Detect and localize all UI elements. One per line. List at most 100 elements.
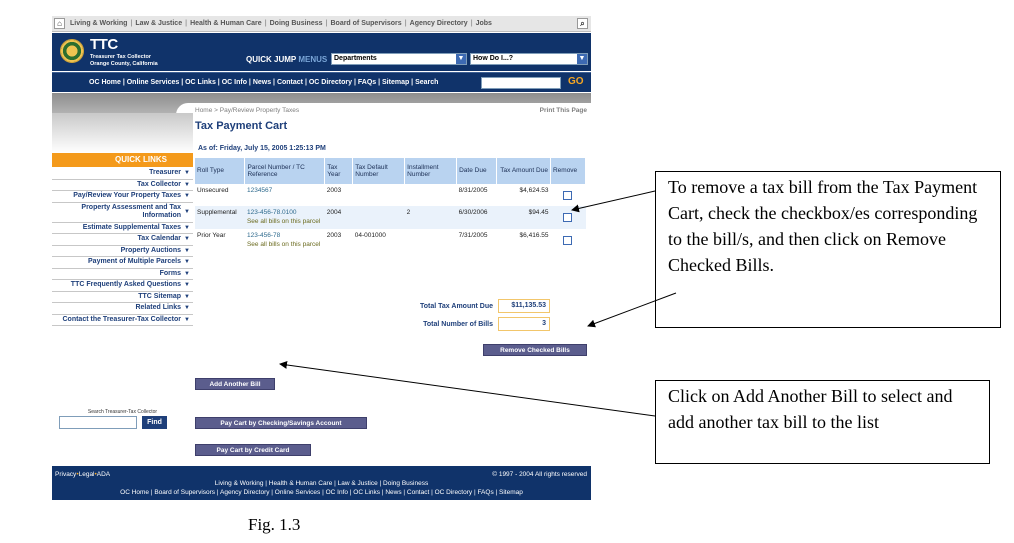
- tax-default-cell: [353, 184, 405, 206]
- col-tax-default-number: Tax Default Number: [352, 158, 406, 184]
- remove-checked-bills-button[interactable]: Remove Checked Bills: [483, 344, 587, 356]
- sidebar-item-label: Related Links: [135, 304, 181, 311]
- sidebar-item[interactable]: Tax Calendar▼: [52, 234, 193, 246]
- pay-credit-card-button[interactable]: Pay Cart by Credit Card: [195, 444, 311, 456]
- footer-legal-links[interactable]: Privacy•Legal•ADA: [55, 471, 111, 478]
- chevron-down-icon: ▼: [184, 170, 190, 177]
- header-banner: TTC Treasurer Tax Collector Orange Count…: [52, 33, 591, 71]
- parcel-link[interactable]: 123-456-78.0100: [246, 208, 297, 216]
- go-button[interactable]: GO: [568, 76, 584, 87]
- top-nav-link[interactable]: Law & Justice: [135, 20, 183, 27]
- brand-subtitle: Treasurer Tax Collector Orange County, C…: [90, 54, 158, 67]
- county-seal-logo: [60, 39, 84, 63]
- col-installment-number: Installment Number: [404, 158, 458, 184]
- col-date-due: Date Due: [456, 158, 498, 184]
- sidebar-item-label: Tax Calendar: [137, 235, 181, 242]
- roll-type-cell: Prior Year: [197, 231, 226, 239]
- remove-checkbox[interactable]: [563, 235, 573, 245]
- top-nav-link[interactable]: Agency Directory: [409, 20, 468, 27]
- chevron-down-icon: ▼: [184, 316, 190, 323]
- how-do-i-select[interactable]: How Do I...? ▼: [470, 53, 588, 65]
- footer-links-line1[interactable]: Living & Working | Health & Human Care |…: [214, 480, 429, 487]
- parcel-cell: 1234567: [245, 184, 325, 206]
- remove-checkbox[interactable]: [563, 212, 573, 222]
- departments-select[interactable]: Departments ▼: [331, 53, 467, 65]
- chevron-down-icon: ▼: [184, 259, 190, 266]
- amount-due-cell: $94.45: [496, 205, 551, 229]
- page-title: Tax Payment Cart: [195, 120, 288, 132]
- sidebar-item[interactable]: Property Assessment and Tax Information▼: [52, 203, 193, 223]
- total-amount-label: Total Tax Amount Due: [420, 303, 493, 310]
- col-remove: Remove: [550, 158, 587, 184]
- figure-caption: Fig. 1.3: [248, 515, 301, 534]
- top-nav-link[interactable]: Board of Supervisors: [330, 20, 402, 27]
- chevron-down-icon: ▼: [184, 293, 190, 300]
- top-nav-link[interactable]: Health & Human Care: [190, 20, 262, 27]
- sidebar-item[interactable]: Contact the Treasurer-Tax Collector▼: [52, 315, 193, 326]
- top-nav-link[interactable]: Jobs: [475, 20, 492, 27]
- tax-default-cell: [352, 205, 405, 229]
- remove-checkbox[interactable]: [563, 191, 573, 200]
- home-icon[interactable]: ⌂: [54, 18, 65, 29]
- pay-checking-button[interactable]: Pay Cart by Checking/Savings Account: [195, 417, 367, 429]
- parcel-link[interactable]: 1234567: [246, 187, 273, 194]
- sidebar-item-label: Estimate Supplemental Taxes: [82, 223, 181, 231]
- see-all-bills-link[interactable]: See all bills on this parcel: [246, 218, 321, 225]
- top-nav-link[interactable]: Doing Business: [269, 20, 323, 27]
- chevron-down-icon: ▼: [184, 209, 190, 215]
- sidebar-item[interactable]: Tax Collector▼: [52, 180, 193, 191]
- top-nav-link[interactable]: Living & Working: [70, 20, 128, 27]
- brand-title[interactable]: TTC: [90, 36, 118, 53]
- chevron-down-icon: ▼: [456, 54, 466, 64]
- installment-cell: [405, 229, 457, 252]
- chevron-down-icon: ▼: [184, 224, 190, 231]
- add-callout: Click on Add Another Bill to select and …: [655, 380, 990, 464]
- date-due-cell: 8/31/2005: [458, 187, 488, 194]
- table-header-row: Roll Type Parcel Number / TC Reference T…: [195, 158, 587, 184]
- amount-due-cell: $6,416.55: [519, 231, 549, 239]
- add-another-bill-button[interactable]: Add Another Bill: [195, 378, 275, 390]
- installment-cell: 2: [404, 205, 457, 229]
- col-tax-year: Tax Year: [324, 158, 354, 184]
- sidebar-item[interactable]: TTC Sitemap▼: [52, 292, 193, 303]
- breadcrumb[interactable]: Home > Pay/Review Property Taxes: [195, 107, 300, 114]
- col-tax-amount-due: Tax Amount Due: [496, 158, 551, 184]
- content-tab-edge: [176, 103, 591, 115]
- sidebar-item[interactable]: Related Links▼: [52, 303, 193, 315]
- parcel-link[interactable]: 123-456-78: [246, 231, 281, 239]
- see-all-bills-link[interactable]: See all bills on this parcel: [246, 241, 321, 248]
- chevron-down-icon: ▼: [184, 305, 190, 312]
- sidebar-item[interactable]: Estimate Supplemental Taxes▼: [52, 223, 193, 234]
- sidebar-search-input[interactable]: [59, 416, 137, 429]
- search-input[interactable]: [481, 77, 561, 89]
- chevron-down-icon: ▼: [184, 181, 190, 188]
- print-page-link[interactable]: Print This Page: [539, 107, 587, 114]
- sidebar-item[interactable]: TTC Frequently Asked Questions▼: [52, 280, 193, 292]
- tax-year-cell: 2003: [326, 187, 342, 194]
- date-due-cell: 6/30/2006: [456, 205, 497, 229]
- sidebar-item[interactable]: Property Auctions▼: [52, 246, 193, 257]
- footer-links-line2[interactable]: OC Home | Board of Supervisors | Agency …: [120, 489, 523, 496]
- screenshot-frame: ⌂ Living & Working|Law & Justice|Health …: [52, 16, 591, 500]
- total-amount-value: $11,135.53: [498, 299, 550, 313]
- amount-due-cell: $4,624.53: [519, 187, 549, 194]
- quick-links-menu: Treasurer▼Tax Collector▼Pay/Review Your …: [52, 168, 193, 326]
- roll-type-cell: Supplemental: [195, 205, 245, 229]
- sidebar-item-label: Treasurer: [149, 169, 181, 176]
- sidebar-item[interactable]: Payment of Multiple Parcels▼: [52, 257, 193, 269]
- oc-nav-links[interactable]: OC Home | Online Services | OC Links | O…: [89, 79, 439, 86]
- tax-year-cell: 2004: [324, 205, 353, 229]
- search-icon[interactable]: ⌕: [577, 18, 588, 29]
- quick-jump-label: QUICK JUMP MENUS: [246, 55, 328, 64]
- sidebar-item[interactable]: Treasurer▼: [52, 168, 193, 180]
- sidebar-item[interactable]: Forms▼: [52, 269, 193, 280]
- col-parcel-number: Parcel Number / TC Reference: [244, 158, 326, 184]
- sidebar-gradient: [52, 113, 193, 153]
- chevron-down-icon: ▼: [184, 247, 190, 254]
- sidebar-item[interactable]: Pay/Review Your Property Taxes▼: [52, 191, 193, 203]
- find-button[interactable]: Find: [142, 416, 167, 429]
